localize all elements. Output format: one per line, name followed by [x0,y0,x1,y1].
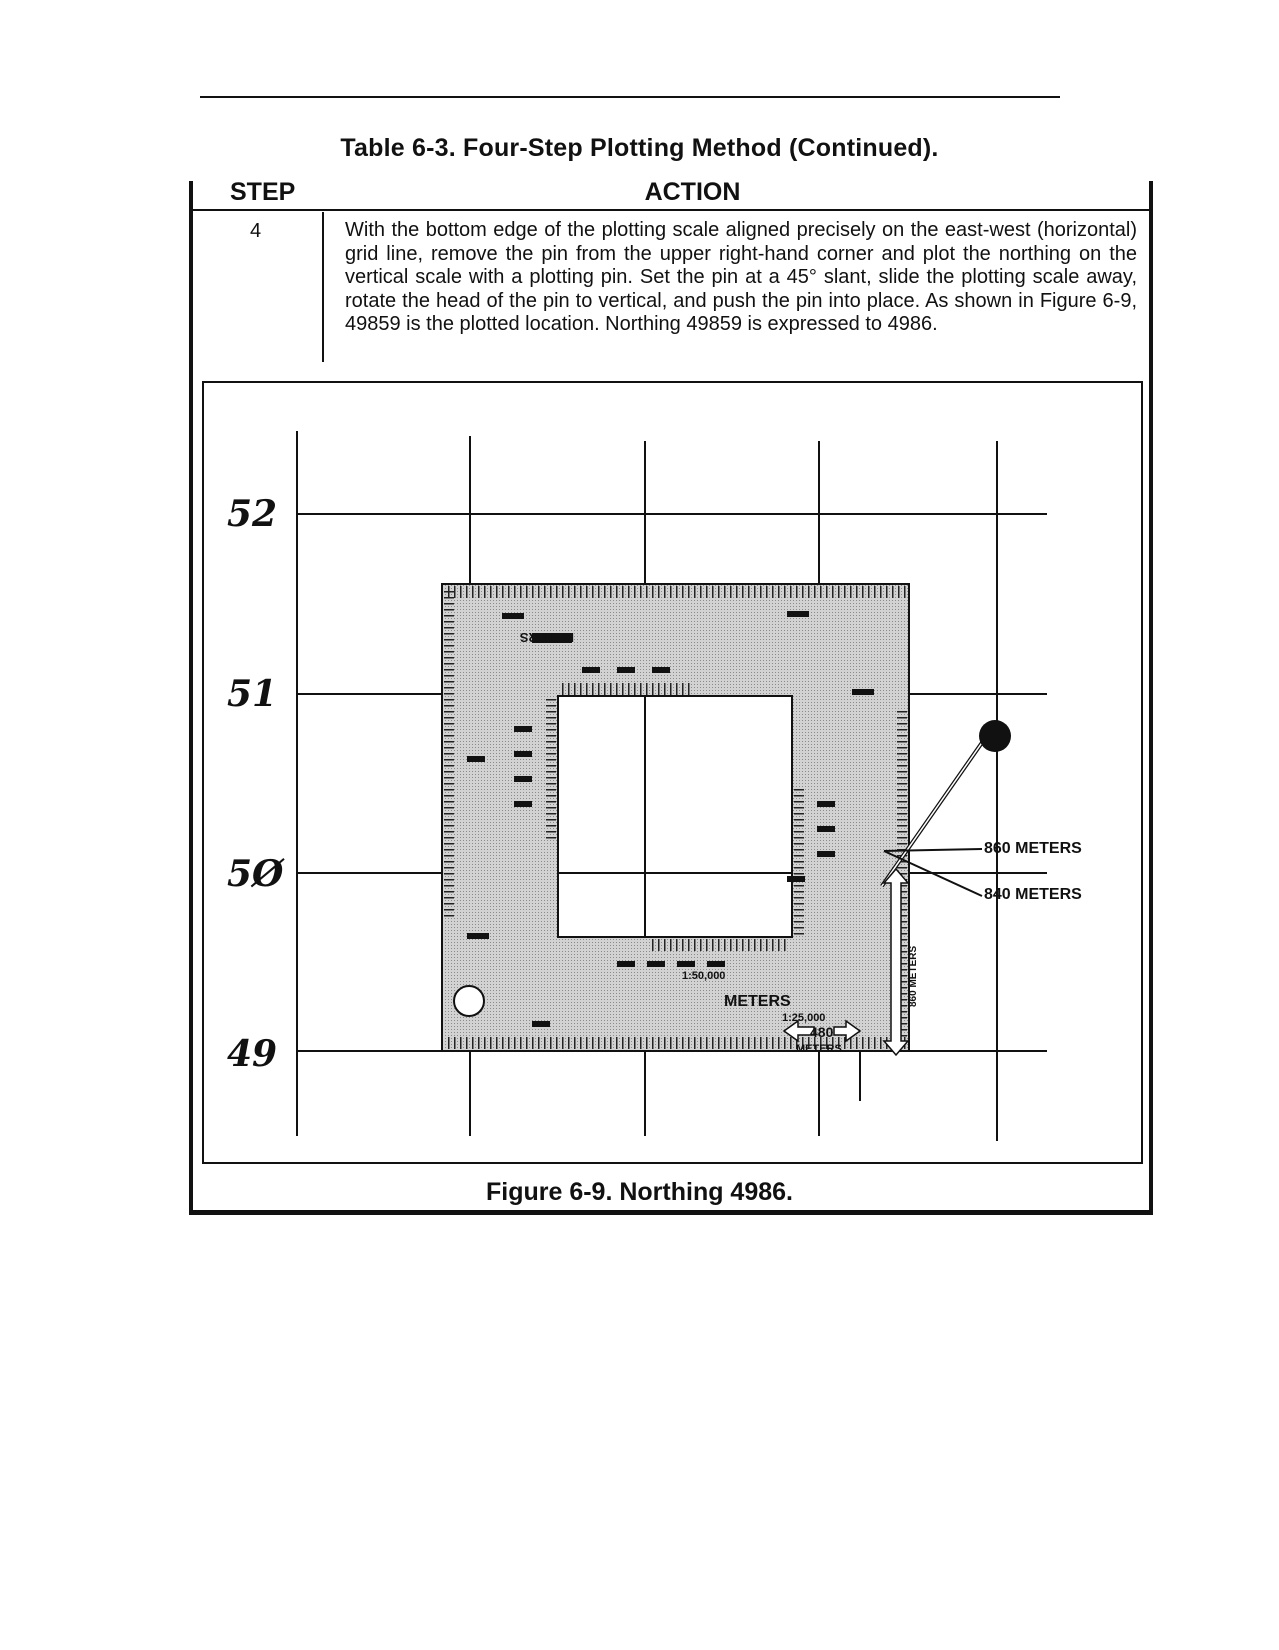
header-step: STEP [230,178,296,206]
grid-label-50: 5Ø [227,853,285,895]
callout-840-meters: 840 METERS [984,886,1082,903]
vertical-dimension-label: 860 METERS [908,946,919,1007]
callout-860-meters: 860 METERS [984,840,1082,857]
vertical-dimension-arrow [882,867,910,1057]
action-text: With the bottom edge of the plotting sca… [345,219,1137,335]
figure-frame [202,381,1143,1164]
plotting-scale: METERS METERS 1:50,000 1:25,000 [441,583,910,1052]
header-action: ACTION [644,178,741,206]
scale-label-meters-top: METERS [520,630,575,645]
grid-label-51: 51 [227,673,277,715]
column-divider [322,212,324,362]
horizontal-dimension-value: 480 [810,1024,834,1040]
grid-label-52: 52 [227,493,277,535]
table-frame [189,181,1153,1215]
figure-drawing: 52 51 5Ø 49 [227,431,1082,1141]
step-number: 4 [250,220,262,242]
grid-label-49: 49 [227,1033,277,1075]
horizontal-dimension-arrow [782,1019,862,1101]
plotting-pin [880,720,1011,888]
scale-ratio-b: 1:25,000 [782,1012,825,1024]
scale-ratio-a: 1:50,000 [682,970,725,982]
scale-hole [453,985,485,1017]
header-divider [193,209,1149,211]
table-title: Table 6-3. Four-Step Plotting Method (Co… [340,134,939,162]
scale-label-meters-bottom: METERS [724,993,791,1010]
top-rule [200,96,1060,98]
figure-caption: Figure 6-9. Northing 4986. [485,1178,793,1206]
horizontal-dimension-unit: METERS [796,1043,842,1055]
